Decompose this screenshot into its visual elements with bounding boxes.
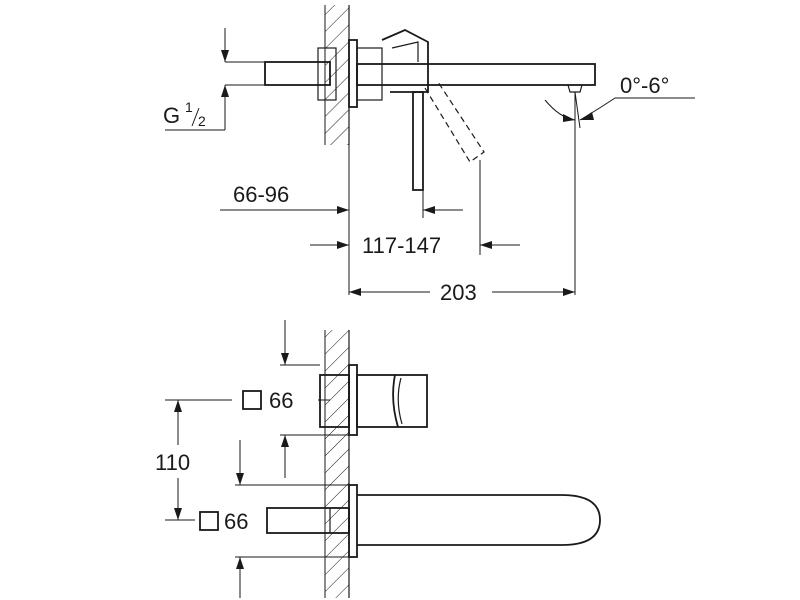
angle-dimension: 0°-6° bbox=[544, 73, 695, 295]
upper-rosette-label: 66 bbox=[269, 388, 293, 413]
side-rosette bbox=[348, 39, 383, 108]
side-thread-body bbox=[264, 47, 337, 101]
dim-spacing: 110 bbox=[155, 399, 232, 521]
angle-label: 0°-6° bbox=[620, 73, 669, 98]
side-lever bbox=[381, 29, 429, 191]
upper-rosette-callout: 66 bbox=[242, 320, 349, 478]
front-view: 66 66 110 bbox=[155, 320, 601, 598]
side-spout bbox=[356, 63, 596, 93]
front-wall bbox=[324, 330, 350, 598]
dim-lever-reach-label: 117-147 bbox=[362, 233, 441, 258]
front-spout-assembly bbox=[266, 484, 601, 558]
lower-rosette-label: 66 bbox=[224, 509, 248, 534]
dim-spout-reach: 203 bbox=[349, 280, 575, 305]
dim-wall-depth: 66-96 bbox=[220, 145, 463, 295]
thread-label: G bbox=[163, 103, 180, 128]
thread-sup: 1 bbox=[185, 99, 193, 115]
dim-spacing-label: 110 bbox=[155, 450, 190, 475]
lower-rosette-callout: 66 bbox=[199, 440, 349, 598]
dim-lever-reach: 117-147 bbox=[310, 160, 520, 258]
side-lever-swing bbox=[424, 81, 485, 163]
front-lever-assembly bbox=[318, 364, 428, 436]
side-view: G 1 2 0°-6° 66-96 bbox=[163, 5, 695, 305]
side-wall bbox=[324, 5, 350, 145]
square-icon bbox=[242, 390, 262, 410]
thread-dimension: G 1 2 bbox=[163, 28, 265, 131]
thread-sub: 2 bbox=[198, 113, 206, 129]
square-icon bbox=[199, 511, 219, 531]
dim-wall-depth-label: 66-96 bbox=[233, 182, 289, 207]
dim-spout-reach-label: 203 bbox=[440, 280, 477, 305]
